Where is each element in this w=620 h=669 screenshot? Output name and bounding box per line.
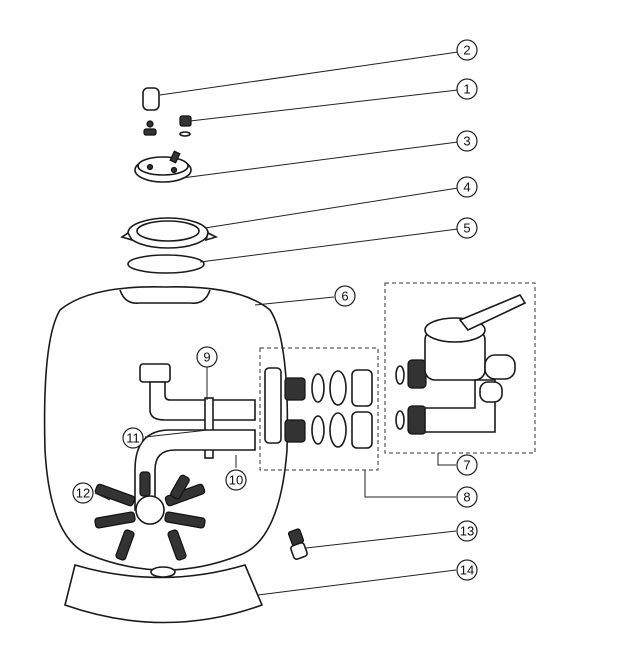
callout-10: 10 (225, 469, 247, 491)
part-tank (43, 286, 289, 571)
part-multiport-valve (384, 282, 536, 454)
part-gauge (142, 87, 160, 136)
callout-4: 4 (456, 176, 478, 198)
part-internal-pipes (134, 363, 256, 511)
part-unions (259, 347, 379, 471)
part-laterals (94, 471, 206, 561)
svg-text:13: 13 (460, 524, 474, 539)
callout-12: 12 (72, 482, 94, 504)
part-drain-plug (287, 528, 308, 560)
callout-14: 14 (456, 559, 478, 581)
callout-7: 7 (456, 454, 478, 476)
svg-text:8: 8 (463, 490, 470, 505)
callout-5: 5 (456, 217, 478, 239)
svg-text:3: 3 (463, 134, 470, 149)
svg-text:4: 4 (463, 180, 470, 195)
svg-text:2: 2 (463, 43, 470, 58)
callout-8: 8 (456, 486, 478, 508)
callout-1: 1 (456, 78, 478, 100)
svg-text:5: 5 (463, 221, 470, 236)
part-air-release (179, 115, 192, 137)
svg-text:7: 7 (463, 458, 470, 473)
svg-text:14: 14 (460, 563, 474, 578)
leader-lines (94, 51, 459, 596)
callout-2: 2 (456, 39, 478, 61)
callout-6: 6 (334, 285, 356, 307)
part-lid (134, 150, 192, 183)
callout-9: 9 (196, 346, 218, 368)
svg-text:12: 12 (76, 486, 90, 501)
svg-text:11: 11 (126, 431, 140, 446)
svg-text:10: 10 (229, 473, 243, 488)
svg-text:6: 6 (341, 289, 348, 304)
callout-11: 11 (122, 427, 144, 449)
callout-13: 13 (456, 520, 478, 542)
callout-3: 3 (456, 130, 478, 152)
svg-text:9: 9 (203, 350, 210, 365)
part-base (64, 563, 264, 624)
part-clamp (120, 217, 219, 249)
svg-text:1: 1 (463, 82, 470, 97)
part-o-ring (127, 254, 205, 274)
